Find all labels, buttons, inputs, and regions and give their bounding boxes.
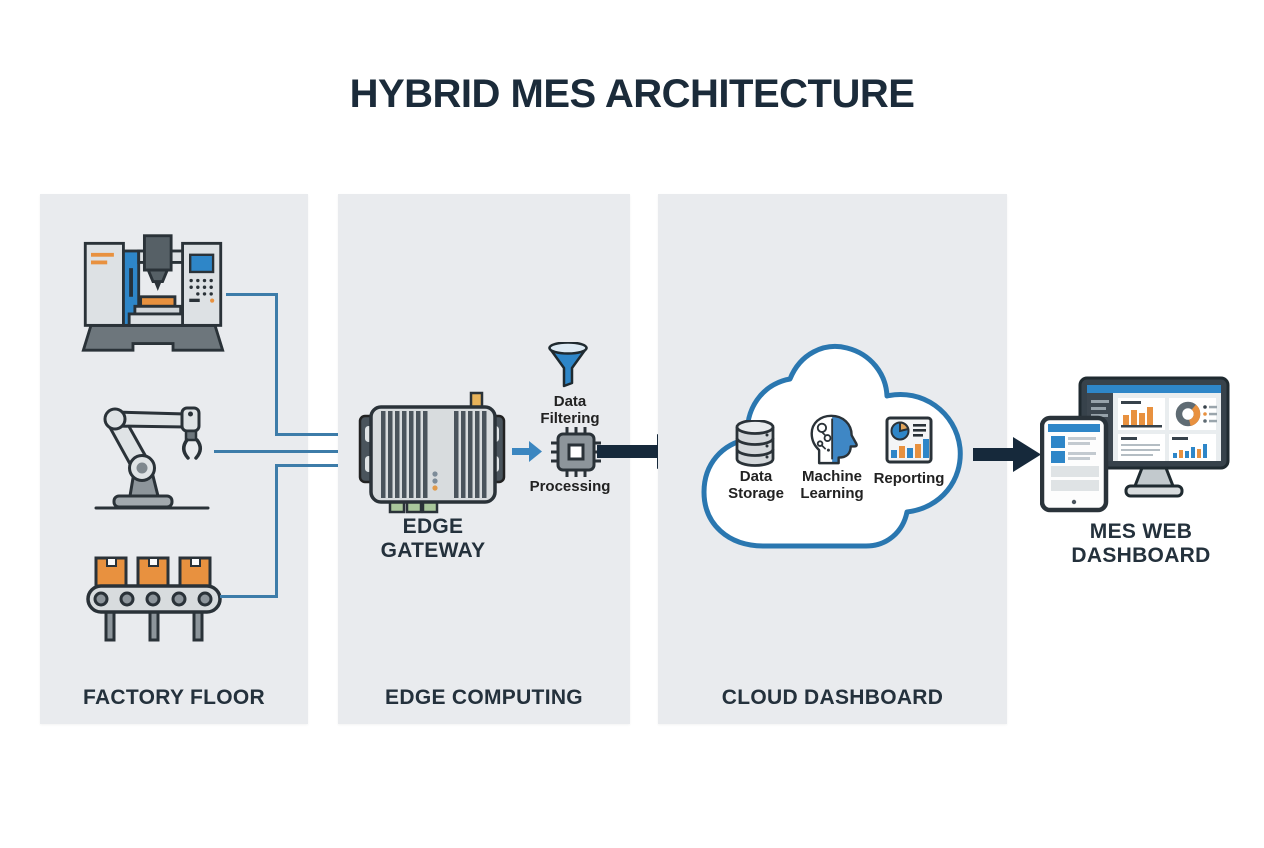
cloud-to-dashboard-arrow-icon [973,437,1041,472]
flow-arrow-icon [512,441,542,462]
cnc-connector-line-vertical [275,293,278,436]
machine-learning-label: Machine Learning [800,468,864,503]
funnel-icon [548,342,588,388]
machine-learning-head-icon [810,414,858,465]
processing-label: Processing [529,478,611,495]
cnc-connector-line-in [275,433,362,436]
data-storage-label: Data Storage [728,468,784,503]
conveyor-connector-line [220,595,278,598]
data-filtering-label: Data Filtering [540,393,600,428]
cloud-dashboard-label: CLOUD DASHBOARD [721,686,944,709]
robot-arm-icon [94,406,210,510]
cloud-dashboard-panel: Data Storage Machine Learning [658,194,1007,724]
database-icon [735,420,775,467]
cnc-connector-line [226,293,278,296]
tablet-icon [1040,415,1109,513]
conveyor-connector-line-in [275,464,362,467]
edge-gateway-label: EDGE GATEWAY [380,515,486,563]
edge-gateway-icon [358,391,506,514]
mes-web-dashboard-label: MES WEB DASHBOARD [1071,520,1211,568]
mes-dashboard-devices [1040,376,1230,513]
edge-computing-label: EDGE COMPUTING [385,686,583,709]
reporting-label: Reporting [873,470,945,487]
reporting-chart-icon [885,416,933,464]
edge-computing-panel: EDGE GATEWAY Data Filtering Processing E… [338,194,630,724]
factory-floor-panel: FACTORY FLOOR [40,194,308,724]
cnc-machine-icon [81,234,225,352]
robot-connector-line [214,450,362,453]
processor-chip-icon [551,427,601,477]
conveyor-connector-line-vertical [275,466,278,598]
desktop-monitor-icon [1078,376,1230,498]
diagram-title: HYBRID MES ARCHITECTURE [349,72,915,116]
factory-floor-label: FACTORY FLOOR [82,686,266,709]
conveyor-belt-icon [86,556,222,642]
